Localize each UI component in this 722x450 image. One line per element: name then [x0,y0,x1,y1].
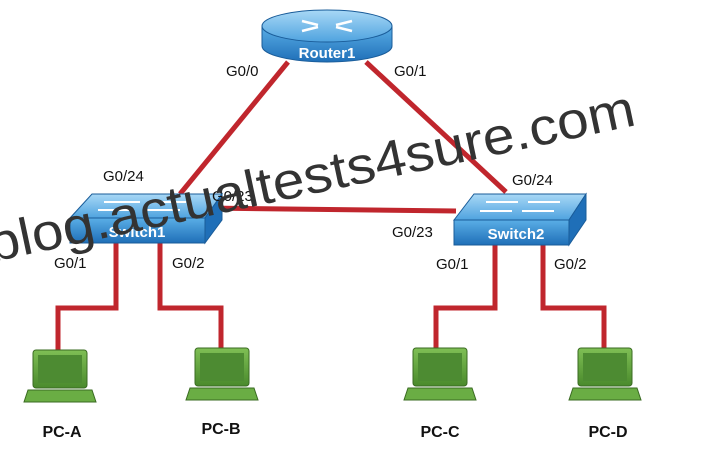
link-switch1-pcb [157,238,224,350]
router-name: Router1 [299,45,356,62]
switch1-icon[interactable]: Switch1 [68,192,223,245]
pc-a-icon[interactable] [23,349,97,403]
port-label-switch1-g01: G0/1 [54,255,87,272]
links [55,60,607,352]
port-label-switch2-g024: G0/24 [512,172,553,189]
pc-a-label: PC-A [42,424,82,441]
link-switch2-pcc [433,243,498,350]
pc-b-icon[interactable] [185,347,259,401]
pc-c-label: PC-C [420,424,460,441]
port-label-router-g00: G0/0 [226,63,259,80]
port-label-switch2-g02: G0/2 [554,256,587,273]
port-label-switch2-g023: G0/23 [392,224,433,241]
pc-d-label: PC-D [588,424,627,441]
switch1-name: Switch1 [109,224,166,241]
switch2-icon[interactable]: Switch2 [452,192,587,247]
port-label-switch2-g01: G0/1 [436,256,469,273]
link-router-switch2 [364,60,508,194]
link-router-switch1 [178,60,290,196]
pc-b-label: PC-B [201,421,240,438]
link-switch2-pcd [540,243,607,350]
link-switch1-pca [55,238,119,352]
link-switch1-switch2 [204,205,457,214]
port-label-switch1-g02: G0/2 [172,255,205,272]
pc-c-icon[interactable] [403,347,477,401]
router-icon[interactable]: Router1 [261,9,393,63]
port-label-switch1-g023: G0/23 [212,188,253,205]
port-label-router-g01: G0/1 [394,63,427,80]
port-label-switch1-g024: G0/24 [103,168,144,185]
switch2-name: Switch2 [488,226,545,243]
pc-d-icon[interactable] [568,347,642,401]
